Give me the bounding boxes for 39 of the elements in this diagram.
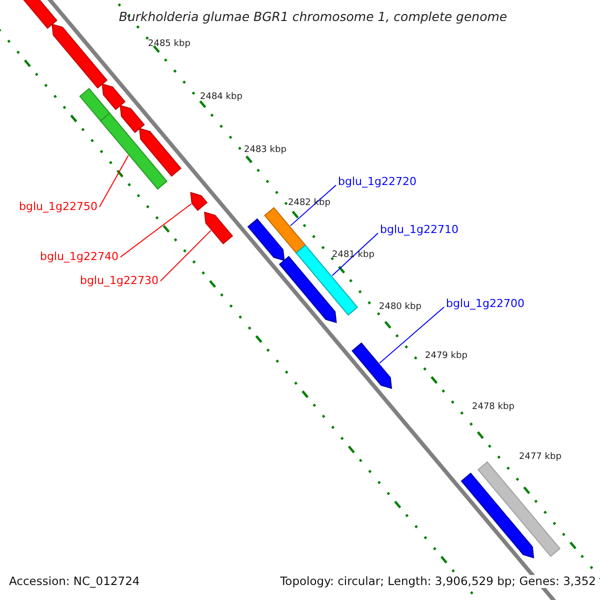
gene-block <box>477 461 561 557</box>
gene-block <box>204 212 234 244</box>
leader-line <box>160 230 212 282</box>
footer-text: Topology: circular; Length: 3,906,529 bp; Genes: 3,352 <box>280 575 596 588</box>
gene-block <box>79 88 110 122</box>
scale-label: 2479 kbp <box>425 352 468 362</box>
gene-block <box>120 104 145 134</box>
gene-block <box>52 24 108 89</box>
gene-block <box>352 342 392 390</box>
gene-label: bglu_1g22750 <box>19 201 98 214</box>
gene-block <box>102 83 126 110</box>
scale-label: 2485 kbp <box>148 40 190 50</box>
gene-block <box>264 206 306 254</box>
gene-block <box>247 218 285 262</box>
gene-block <box>278 256 337 324</box>
leader-line <box>290 184 336 226</box>
gene-block <box>460 472 534 558</box>
gene-label: bglu_1g22730 <box>80 275 158 288</box>
gene-label: bglu_1g22710 <box>380 224 458 236</box>
gene-label: bglu_1g22740 <box>40 251 118 264</box>
gene-block <box>100 112 168 190</box>
gene-label: bglu_1g22720 <box>338 176 416 188</box>
leader-line <box>332 232 378 276</box>
leader-line <box>98 155 129 208</box>
map-title: Burkholderia glumae BGR1 chromosome 1, complete genome <box>118 10 508 24</box>
scale-label: 2484 kbp <box>200 93 242 103</box>
leader-line <box>120 204 192 258</box>
leader-line <box>379 306 444 364</box>
footer-text: Accession: NC_012724 <box>9 575 140 588</box>
scale-label: 2477 kbp <box>519 453 562 463</box>
scale-label: 2478 kbp <box>472 403 514 413</box>
gene-block <box>138 128 182 177</box>
scale-label: 2481 kbp <box>332 251 374 261</box>
gene-block <box>190 192 208 211</box>
scale-label: 2483 kbp <box>244 146 286 156</box>
gene-label: bglu_1g22700 <box>446 298 524 310</box>
scale-label: 2480 kbp <box>379 303 422 313</box>
scale-label: 2482 kbp <box>288 199 330 209</box>
gene-block <box>295 244 358 316</box>
